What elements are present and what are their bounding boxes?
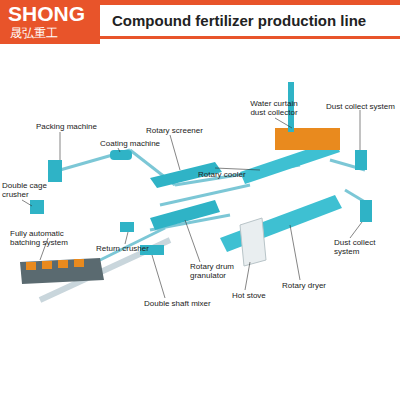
rotary-drum-granulator: [150, 200, 220, 230]
part-name: Dust collect system: [334, 238, 384, 256]
rotary-dryer: [220, 195, 342, 252]
part-name: Return crusher: [96, 244, 158, 253]
header-stripe: [100, 36, 400, 39]
logo-block: [0, 0, 100, 44]
water-curtain-dust-collector: [275, 128, 340, 150]
header-stripe: [100, 0, 400, 5]
part-name: Rotary dryer: [282, 281, 342, 290]
part-name: Double shaft mixer: [144, 299, 224, 308]
part-name: Dust collect system: [326, 102, 400, 111]
part-name: Hot stove: [232, 291, 276, 300]
brand-logo: 晟弘重工: [10, 26, 98, 40]
part-name: Packing machine: [36, 122, 106, 131]
part-name: Rotary cooler: [198, 170, 258, 179]
part-name: Coating machine: [100, 139, 170, 148]
coating-machine: [110, 150, 132, 160]
return-crusher: [120, 222, 134, 232]
dust-collect-system: [355, 150, 367, 170]
dust-collect-system: [360, 200, 372, 222]
hot-stove: [240, 218, 266, 266]
part-name: Rotary drum granulator: [190, 262, 238, 280]
part-name: Water curtain dust collector: [245, 99, 303, 117]
diagram-title: Compound fertilizer production line: [112, 12, 366, 30]
brand-logo: SHONG: [8, 3, 98, 25]
conveyor-belts: [60, 150, 370, 265]
part-name: Fully automatic batching system: [10, 229, 78, 247]
part-name: Double cage crusher: [2, 181, 50, 199]
batching-hoppers: [26, 259, 84, 270]
batching-system: [20, 258, 104, 284]
part-name: Rotary screener: [146, 126, 216, 135]
packing-machine: [48, 160, 62, 182]
double-cage-crusher: [30, 200, 44, 214]
leader-lines: [22, 110, 362, 298]
